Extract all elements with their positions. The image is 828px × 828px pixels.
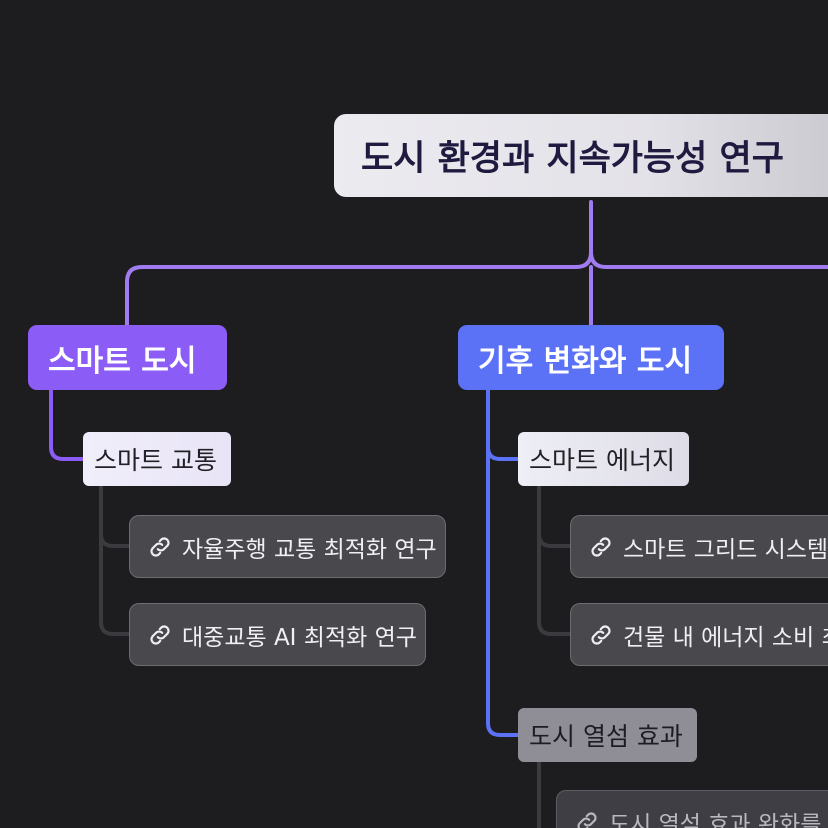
link-label: 건물 내 에너지 소비 최 (623, 624, 828, 651)
link-node[interactable]: 스마트 그리드 시스템의 (570, 515, 828, 578)
branch-label: 기후 변화와 도시 (478, 343, 693, 379)
branch-node-smart-city[interactable]: 스마트 도시 (28, 325, 227, 390)
link-node[interactable]: 건물 내 에너지 소비 최 (570, 603, 828, 666)
link-icon (574, 809, 600, 828)
topic-energy-connector (537, 484, 572, 636)
topic-label: 도시 열섬 효과 (529, 722, 683, 751)
link-icon (588, 622, 614, 648)
topic-label: 스마트 교통 (94, 446, 217, 475)
branch-smart-connector (49, 388, 85, 461)
link-label: 도시 열섬 효과 완화를 위 (609, 811, 828, 828)
topic-label: 스마트 에너지 (529, 446, 675, 475)
topic-node-urban-heat-island[interactable]: 도시 열섬 효과 (518, 708, 697, 762)
root-title: 도시 환경과 지속가능성 연구 (361, 139, 784, 179)
link-icon (588, 534, 614, 560)
link-icon (147, 622, 173, 648)
topic-transport-connector (99, 484, 131, 636)
link-label: 자율주행 교통 최적화 연구 (182, 536, 437, 563)
branch-climate-connector (486, 388, 520, 737)
branch-label: 스마트 도시 (48, 343, 197, 379)
link-icon (147, 534, 173, 560)
link-node[interactable]: 자율주행 교통 최적화 연구 (129, 515, 446, 578)
link-node[interactable]: 대중교통 AI 최적화 연구 (129, 603, 426, 666)
link-label: 대중교통 AI 최적화 연구 (182, 624, 417, 651)
link-node[interactable]: 도시 열섬 효과 완화를 위 (556, 790, 828, 828)
topic-node-smart-energy[interactable]: 스마트 에너지 (518, 432, 689, 486)
link-label: 스마트 그리드 시스템의 (623, 536, 828, 563)
topic-node-smart-transport[interactable]: 스마트 교통 (83, 432, 231, 486)
root-connector (125, 200, 828, 327)
root-node[interactable]: 도시 환경과 지속가능성 연구 (334, 114, 828, 197)
branch-node-climate-city[interactable]: 기후 변화와 도시 (458, 325, 724, 390)
